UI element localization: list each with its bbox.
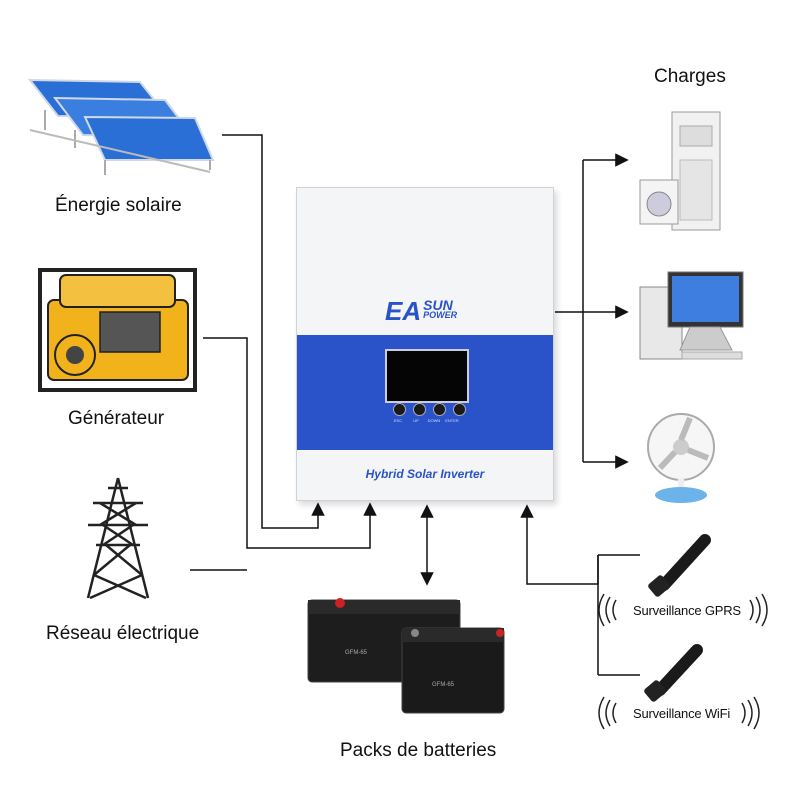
- logo-ea: EA: [385, 296, 421, 326]
- esc-label: ESC: [391, 418, 405, 423]
- esc-button[interactable]: [393, 403, 406, 416]
- grid-label: Réseau électrique: [46, 623, 199, 645]
- enter-label: ENTER: [445, 418, 459, 423]
- up-button[interactable]: [413, 403, 426, 416]
- solar-label: Énergie solaire: [55, 195, 182, 217]
- generator-label: Générateur: [68, 408, 164, 430]
- battery-back-model: GFM-65: [345, 650, 367, 656]
- inverter-display: [385, 349, 469, 403]
- up-label: UP: [409, 418, 423, 423]
- inverter-model: Hybrid Solar Inverter: [297, 467, 553, 481]
- battery-label: Packs de batteries: [340, 740, 496, 762]
- enter-button[interactable]: [453, 403, 466, 416]
- down-button[interactable]: [433, 403, 446, 416]
- gprs-label: Surveillance GPRS: [633, 603, 741, 618]
- logo-power: POWER: [423, 311, 457, 320]
- loads-title: Charges: [654, 66, 726, 88]
- inverter-blue-panel: ESC UP DOWN ENTER: [297, 335, 553, 450]
- wifi-label: Surveillance WiFi: [633, 706, 730, 721]
- monitoring-line: [527, 507, 598, 584]
- down-label: DOWN: [427, 418, 441, 423]
- battery-front-model: GFM-65: [432, 682, 454, 688]
